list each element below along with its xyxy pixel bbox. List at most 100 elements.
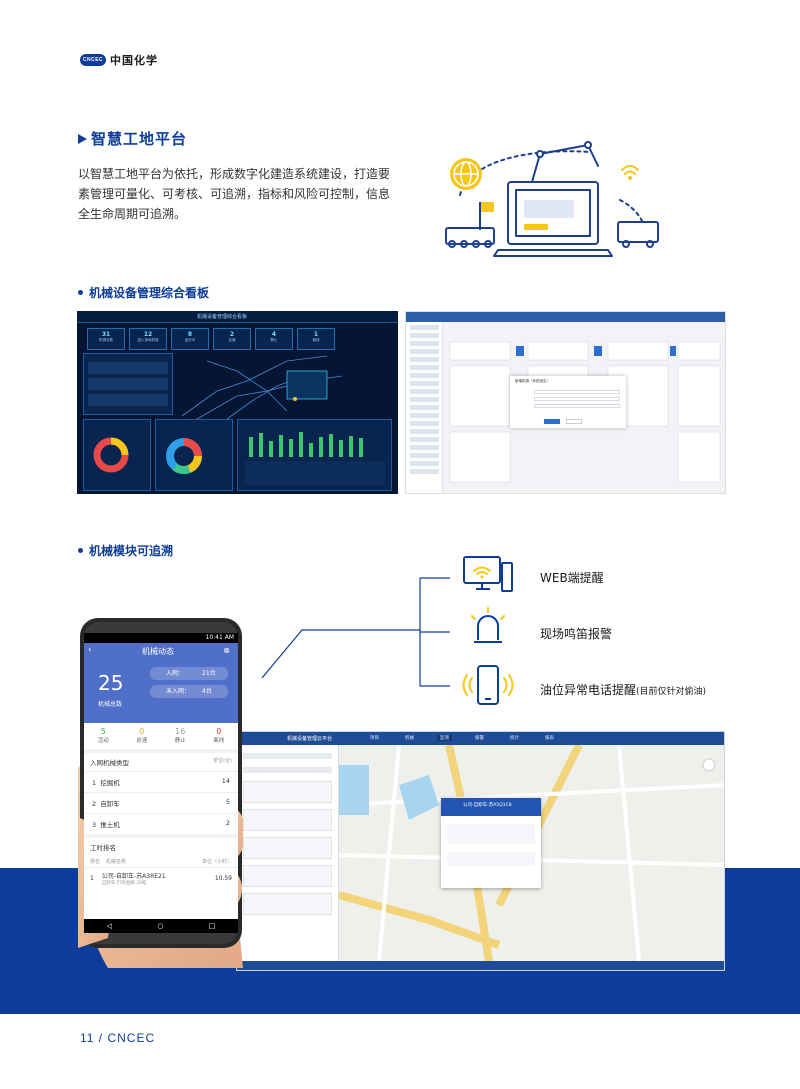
admin-header [406,312,725,322]
alert-phone-text: 油位异常电话提醒 [540,683,637,697]
phone-app-header: ‹ 机械动态 ⊗ 25 机械总数 入网：21台 未入网：4台 [84,643,238,723]
type-index: 2 [92,800,97,808]
state-label: 离线 [213,738,225,744]
back-chevron-icon[interactable]: ‹ [88,645,92,655]
phone-call-icon [462,665,514,705]
hours-col-unit: 单位（小时） [201,859,232,865]
phone-time: 10:41 AM [205,634,234,641]
state-label: 静止 [174,738,186,744]
type-count: 14 [221,777,230,785]
subsection-title-trace: 机械模块可追溯 [78,542,173,559]
nav-home-icon[interactable]: ○ [157,922,164,930]
hours-header: 工时排名 [90,844,116,852]
state-label: 怠速 [136,738,148,744]
type-count: 2 [225,819,230,827]
nav-back-icon[interactable]: ◁ [106,922,113,930]
company-logo: CNCEC 中国化学 [80,52,158,68]
hours-rank: 1 [90,875,94,882]
kpi-value: 31 [101,331,111,338]
phone-app-title: 机械动态 [142,647,174,656]
close-icon[interactable]: ⊗ [223,646,230,655]
entered-value: 21台 [202,670,216,677]
not-entered-label: 未入网： [166,688,191,695]
alert-phone-label: 油位异常电话提醒(目前仅针对偷油) [540,681,706,698]
nav-item[interactable]: 统计 [510,736,519,741]
subsection-title-text: 机械设备管理综合看板 [89,286,210,300]
state-value: 0 [139,727,145,736]
dashboard-header: 机械设备管理综合看板 [77,311,398,323]
section-title-text: 智慧工地平台 [91,130,188,148]
kpi-value: 1 [313,331,319,338]
web-monitor-icon [463,556,513,592]
kpi-label: 机械总数 [99,338,113,342]
hours-value: 10.59 [214,875,232,882]
kpi-label: 运行中 [184,338,196,342]
types-header: 入网机械类型 单位(台) [84,753,238,771]
section-title: 智慧工地平台 [78,128,187,149]
dashboard-ring-chart [93,437,129,473]
type-count: 5 [225,798,230,806]
dashboard-table [245,461,385,485]
total-label: 机械总数 [98,701,123,708]
type-name: 推土机 [100,821,120,829]
type-row[interactable]: 1 挖掘机 14 [84,771,238,792]
nav-item[interactable]: 机械 [405,736,414,741]
state-value: 0 [216,727,222,736]
types-header-title: 入网机械类型 [90,759,129,767]
dashboard-machine-list-panel [83,353,173,415]
type-name: 挖掘机 [100,779,120,787]
bullet-dot-icon [78,290,83,295]
entered-label: 入网： [166,670,185,677]
type-name: 自卸车 [100,800,120,808]
nav-item-active[interactable]: 监测 [437,735,452,741]
subsection-title-text: 机械模块可追溯 [89,544,174,558]
admin-sidebar [406,322,443,493]
connector-lines [261,577,450,687]
kpi-value: 2 [229,331,235,338]
modal-title: 新增机械（系统设定） [515,379,550,383]
not-entered-value: 4台 [202,688,212,695]
logo-text: 中国化学 [110,54,158,67]
machinery-monitor-screenshot: 机械设备管理云平台 项目 机械 监测 报警 统计 报表 公司-自卸车-苏A5Q1… [236,731,725,971]
dashboard-pie-chart [166,438,202,475]
hours-col-rank: 排名 [90,859,101,865]
kpi-label: 进入场地机械 [137,338,159,342]
monitor-nav: 项目 机械 监测 报警 统计 报表 [367,735,557,741]
monitor-machine-list [237,745,339,961]
state-item: 16 静止 [161,723,200,749]
phone-screen: 10:41 AM ‹ 机械动态 ⊗ 25 机械总数 入网：21台 未入网：4台 … [84,633,238,933]
dashboard-title: 机械设备管理综合看板 [197,314,248,320]
siren-alarm-icon [471,607,505,643]
subsection-title-dashboard: 机械设备管理综合看板 [78,284,209,301]
hours-col-name: 机械名称 [106,859,127,865]
nav-item[interactable]: 报表 [545,736,554,741]
phone-status-bar: 10:41 AM [84,633,238,643]
type-index: 1 [92,779,97,787]
nav-recent-icon[interactable]: □ [208,922,216,930]
type-row[interactable]: 2 自卸车 5 [84,792,238,813]
entered-pill: 入网： 21台 [150,667,228,680]
machinery-admin-screenshot: 新增机械（系统设定） [405,311,726,494]
state-value: 16 [175,727,186,736]
state-item: 0 怠速 [123,723,162,749]
nav-item[interactable]: 项目 [370,736,379,741]
alert-siren-text: 现场鸣笛报警 [540,627,613,641]
kpi-label: 离线 [312,338,320,342]
hours-columns: 排名 机械名称 单位（小时） [84,856,238,867]
alert-phone-note: (目前仅针对偷油) [636,687,707,697]
page-footer: 11 / CNCEC [80,1031,156,1045]
popup-header: 公司-自卸车-苏A5Q1C8 [441,798,541,816]
add-machine-modal: 新增机械（系统设定） [510,376,626,428]
nav-item[interactable]: 报警 [475,736,484,741]
